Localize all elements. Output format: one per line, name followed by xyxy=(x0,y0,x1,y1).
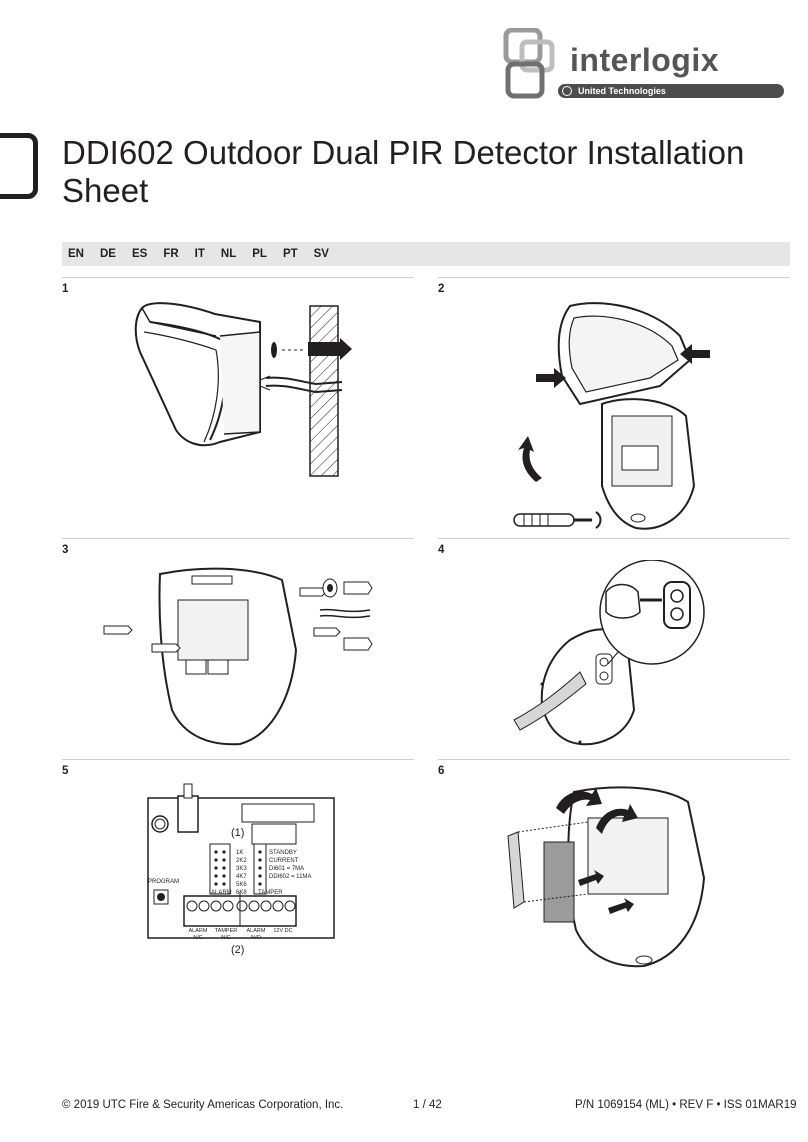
terminal-label: ALARM N/C xyxy=(186,928,210,942)
utc-circle-icon xyxy=(562,86,572,96)
jumper-value: 3K3 xyxy=(236,866,247,872)
logo-squares-icon xyxy=(503,28,555,99)
callout-1: (1) xyxy=(231,827,245,839)
language-code[interactable]: IT xyxy=(194,248,205,260)
step-number: 4 xyxy=(438,544,445,556)
terminal-label: TAMPER N/C xyxy=(212,928,240,942)
jumper-value: 4K7 xyxy=(236,874,247,880)
standby-line: STANDBY xyxy=(269,850,297,856)
terminal-line: TAMPER xyxy=(214,928,238,934)
page-title: DDI602 Outdoor Dual PIR Detector Install… xyxy=(62,134,745,209)
language-code[interactable]: ES xyxy=(131,248,148,260)
label-alarm: ALARM xyxy=(211,890,232,896)
footer-copyright: © 2019 UTC Fire & Security Americas Corp… xyxy=(62,1099,344,1111)
terminal-line: N/C xyxy=(193,935,203,941)
divider xyxy=(438,538,790,539)
brand-tagline-text: United Technologies xyxy=(578,86,666,96)
jumper-value: 6K8 xyxy=(236,890,247,896)
brand-name: interlogix xyxy=(570,42,720,78)
figure-4-base-screwdriver-illustration xyxy=(513,560,705,746)
terminal-line: ALARM xyxy=(246,928,266,934)
divider xyxy=(62,277,414,278)
language-code[interactable]: SV xyxy=(313,248,329,260)
step-number: 1 xyxy=(62,283,69,295)
label-program: PROGRAM xyxy=(148,879,180,885)
terminal-line: ALARM xyxy=(188,928,208,934)
jumper-values: 1K 2K2 3K3 4K7 5K6 6K8 xyxy=(236,849,247,897)
language-code[interactable]: NL xyxy=(220,248,237,260)
standby-line: DDI602 = 11MA xyxy=(269,874,312,880)
language-code[interactable]: EN xyxy=(68,248,84,260)
figure-2-open-cover-illustration xyxy=(513,302,710,530)
step-number: 6 xyxy=(438,765,445,777)
brand-logo: interlogix United Technologies xyxy=(500,26,792,102)
jumper-value: 1K xyxy=(236,850,244,856)
divider xyxy=(438,277,790,278)
footer-part-number: P/N 1069154 (ML) • REV F • ISS 01MAR19 xyxy=(575,1099,797,1111)
step-number: 5 xyxy=(62,765,69,777)
terminal-line: 12V DC xyxy=(273,928,293,934)
jumper-value: 5K6 xyxy=(236,882,247,888)
step-number: 2 xyxy=(438,283,445,295)
divider xyxy=(438,759,790,760)
section-tab-marker xyxy=(0,133,38,199)
figure-5-circuit-board-illustration xyxy=(147,783,335,939)
jumper-value: 2K2 xyxy=(236,858,247,864)
figure-1-wall-mount-illustration xyxy=(134,302,352,477)
brand-tagline: United Technologies xyxy=(558,84,784,98)
terminal-label: 12V DC xyxy=(270,928,296,935)
language-bar: EN DE ES FR IT NL PL PT SV xyxy=(62,242,790,266)
language-code[interactable]: FR xyxy=(163,248,179,260)
language-code[interactable]: PT xyxy=(282,248,298,260)
terminal-line: N/O xyxy=(251,935,261,941)
label-tamper: TAMPER xyxy=(258,890,283,896)
language-code[interactable]: DE xyxy=(99,248,116,260)
callout-2: (2) xyxy=(231,944,245,956)
divider xyxy=(62,759,414,760)
language-code[interactable]: PL xyxy=(252,248,267,260)
standby-line: DI601 = 7MA xyxy=(269,866,305,872)
terminal-label: ALARM N/O xyxy=(244,928,268,942)
terminal-line: N/C xyxy=(221,935,231,941)
figure-6-lens-insert-illustration xyxy=(507,786,706,968)
figure-3-base-screws-illustration xyxy=(103,567,373,746)
divider xyxy=(62,538,414,539)
standby-line: CURRENT xyxy=(269,858,299,864)
footer-page-number: 1 / 42 xyxy=(413,1099,442,1111)
standby-current-note: STANDBY CURRENT DI601 = 7MA DDI602 = 11M… xyxy=(269,849,311,881)
step-number: 3 xyxy=(62,544,69,556)
